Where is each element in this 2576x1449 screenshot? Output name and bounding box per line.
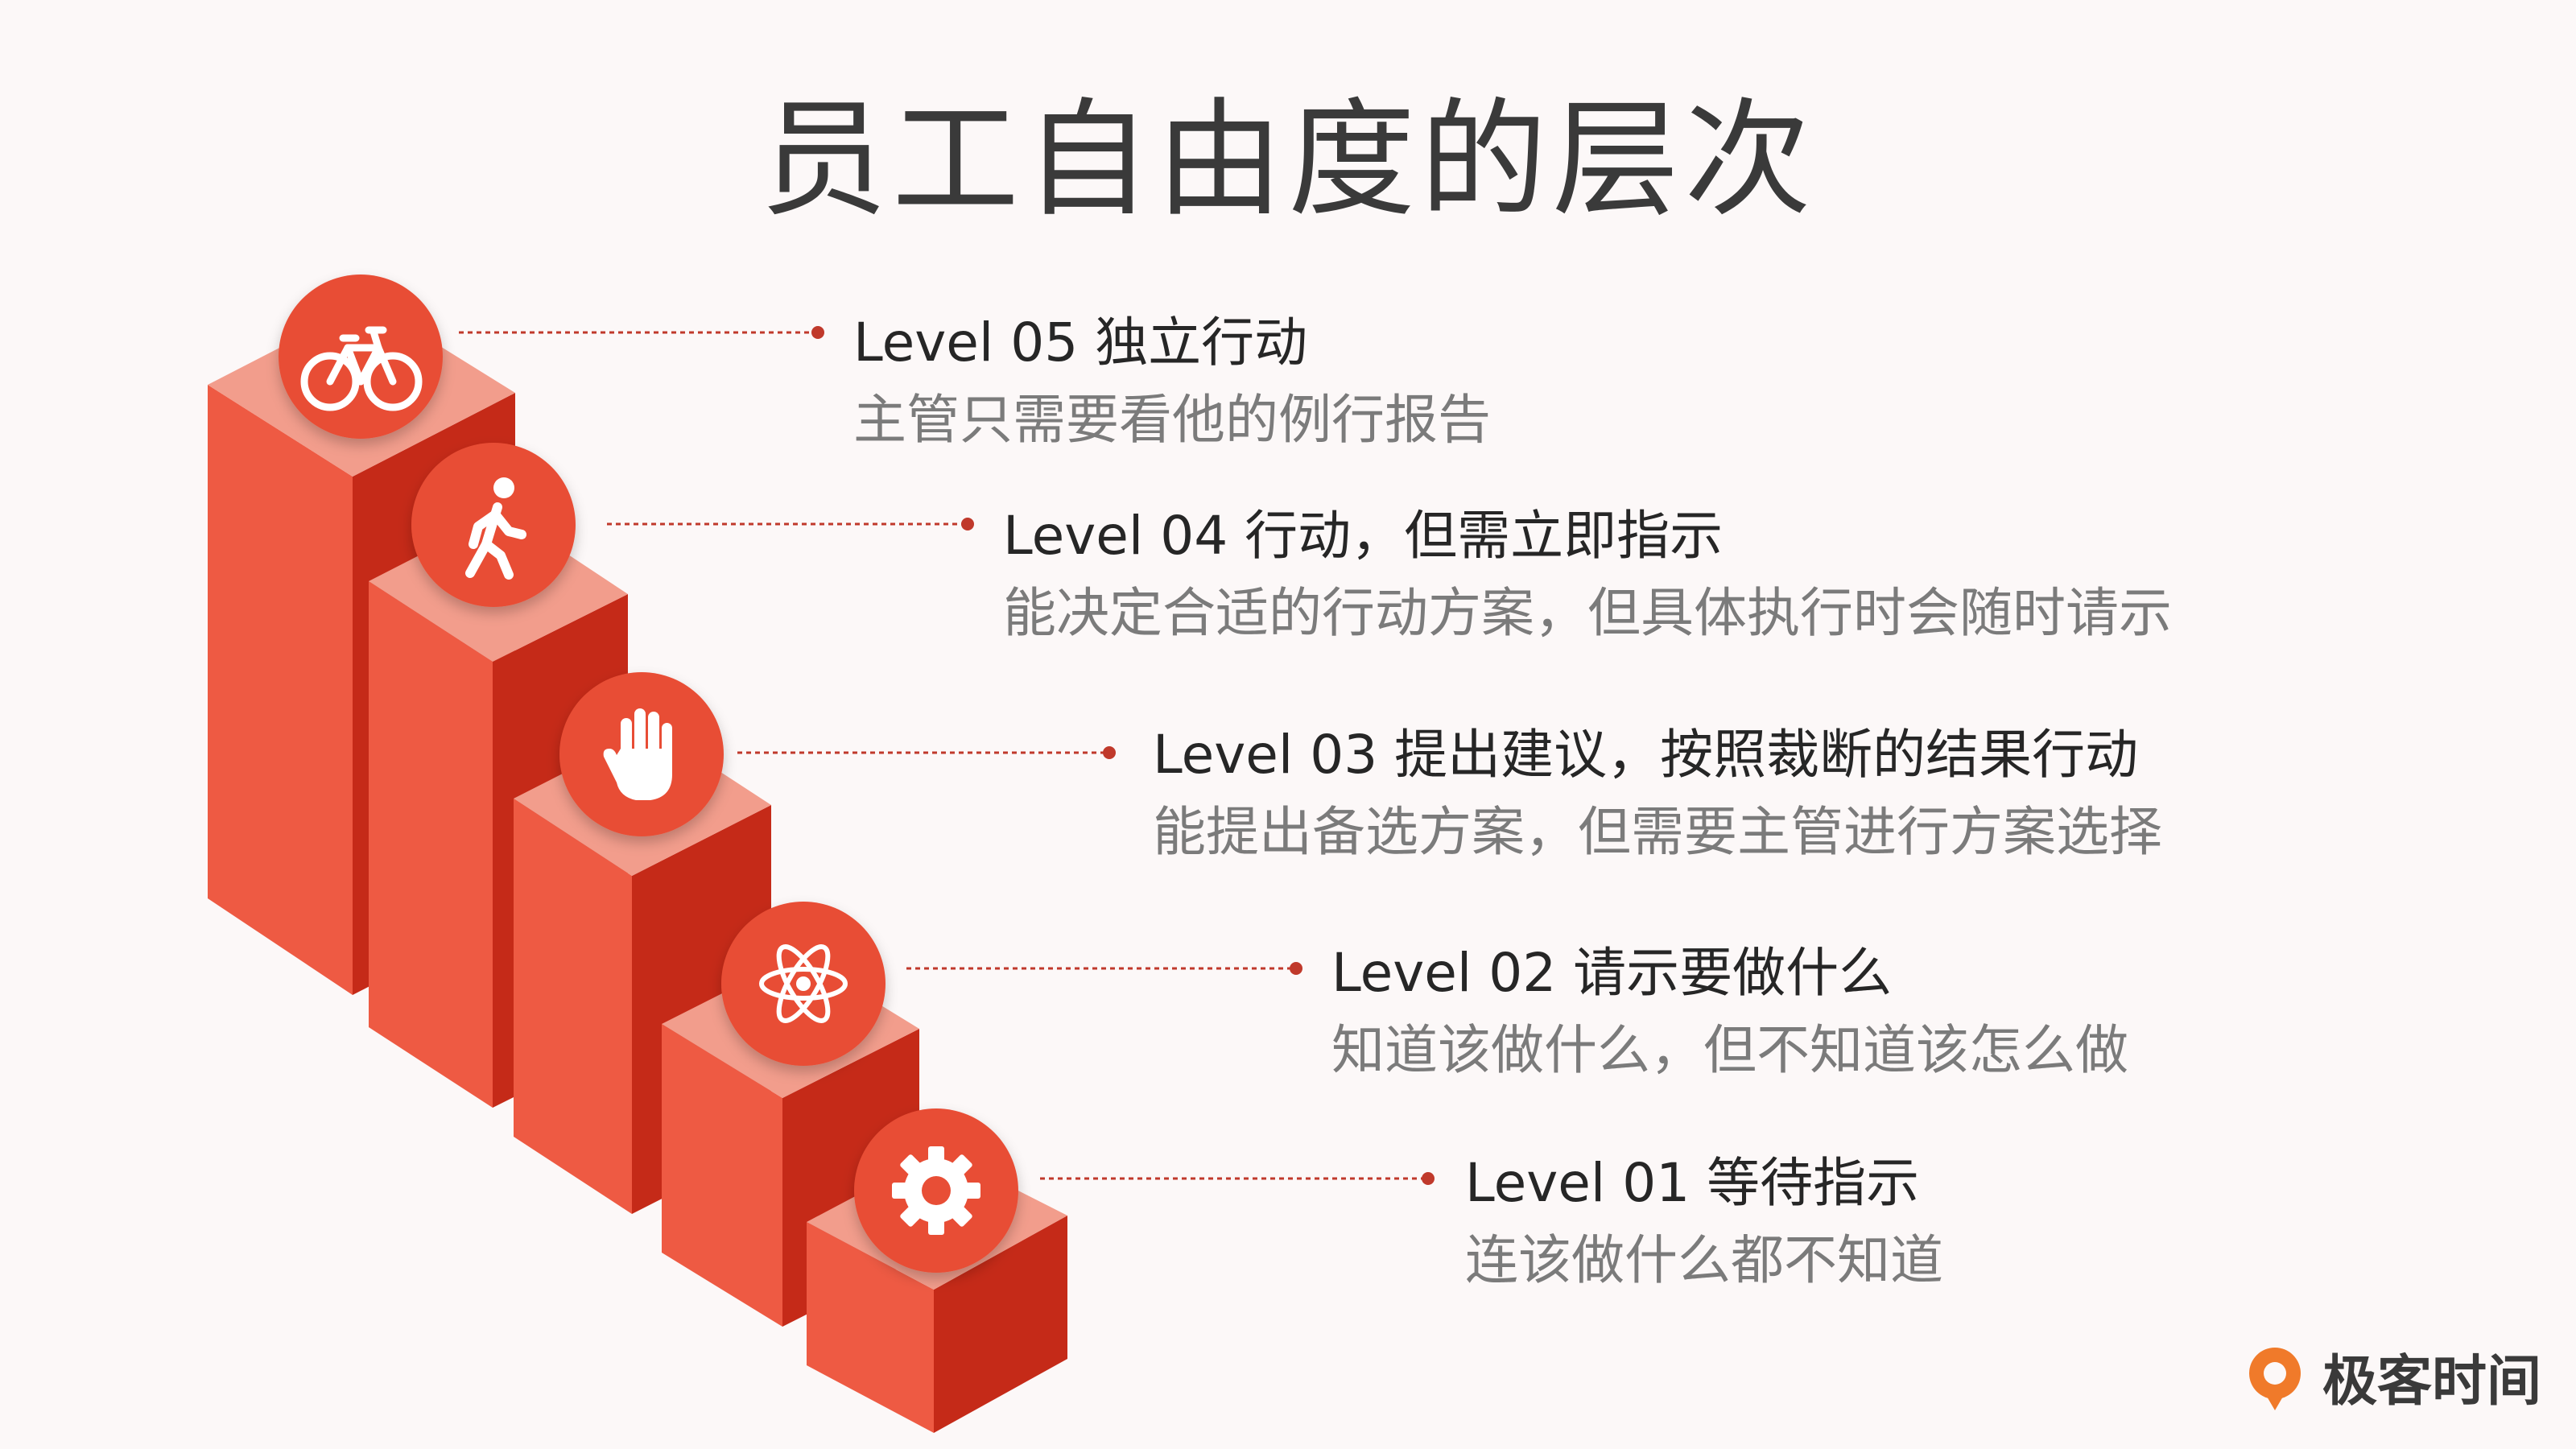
level-05-description: 主管只需要看他的例行报告	[853, 389, 1491, 451]
bicycle-icon	[279, 275, 443, 439]
level-04-description: 能决定合适的行动方案，但具体执行时会随时请示	[1003, 582, 2172, 644]
walking-person-icon	[411, 443, 576, 607]
leader-line-level-01	[1040, 1172, 1435, 1185]
level-02-description: 知道该做什么，但不知道该怎么做	[1331, 1019, 2128, 1081]
level-04-heading: Level 04 行动，但需立即指示	[1003, 505, 1724, 567]
leader-line-level-05	[459, 326, 824, 339]
level-05-heading: Level 05 独立行动	[853, 312, 1308, 374]
level-02-heading: Level 02 请示要做什么	[1331, 942, 1893, 1004]
level-03-description: 能提出备选方案，但需要主管进行方案选择	[1153, 801, 2162, 863]
leader-line-level-03	[737, 746, 1116, 759]
level-01-heading: Level 01 等待指示	[1465, 1152, 1920, 1214]
atom-icon	[721, 902, 886, 1066]
leader-line-level-04	[607, 518, 974, 530]
page-title: 员工自由度的层次	[760, 86, 1816, 234]
geektime-logo-icon	[2249, 1348, 2301, 1410]
gear-icon	[854, 1108, 1018, 1273]
brand-name: 极客时间	[2322, 1350, 2542, 1414]
level-01-description: 连该做什么都不知道	[1465, 1229, 1943, 1291]
leader-line-level-02	[906, 962, 1302, 975]
hand-icon	[559, 672, 724, 836]
level-03-heading: Level 03 提出建议，按照裁断的结果行动	[1153, 724, 2139, 786]
